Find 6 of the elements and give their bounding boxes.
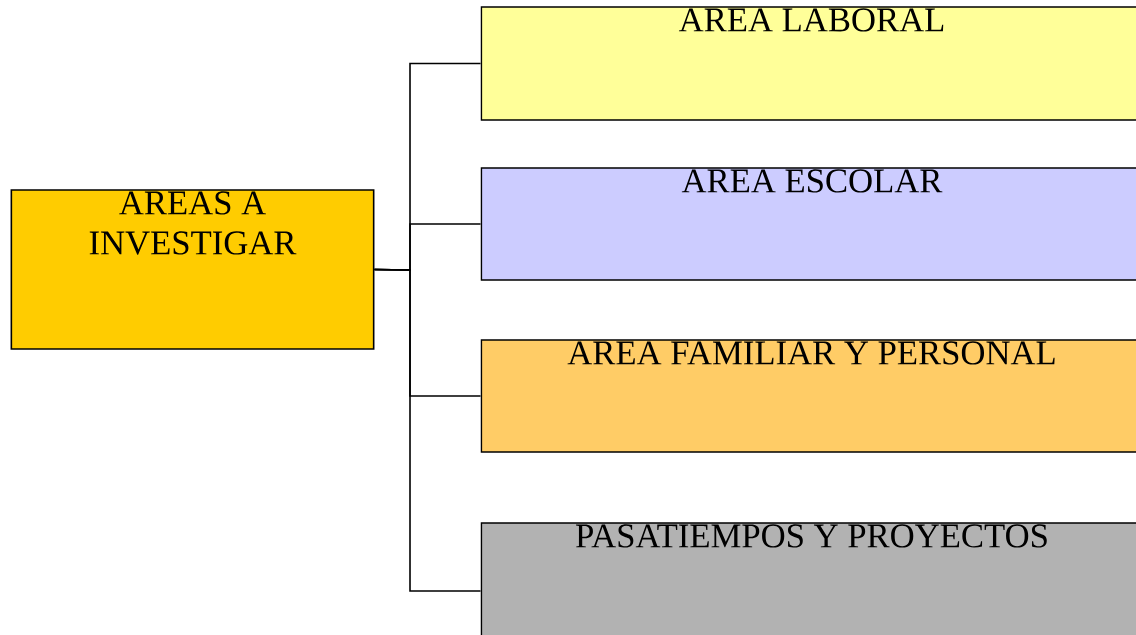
area-box: AREAS A INVESTIGAR xyxy=(10,189,375,350)
area-box: PASATIEMPOS Y PROYECTOS xyxy=(480,522,1136,635)
area-box: AREA FAMILIAR Y PERSONAL xyxy=(480,339,1136,453)
connector-line xyxy=(373,268,482,592)
area-box: AREA ESCOLAR xyxy=(480,167,1136,281)
area-box: AREA LABORAL xyxy=(480,6,1136,121)
